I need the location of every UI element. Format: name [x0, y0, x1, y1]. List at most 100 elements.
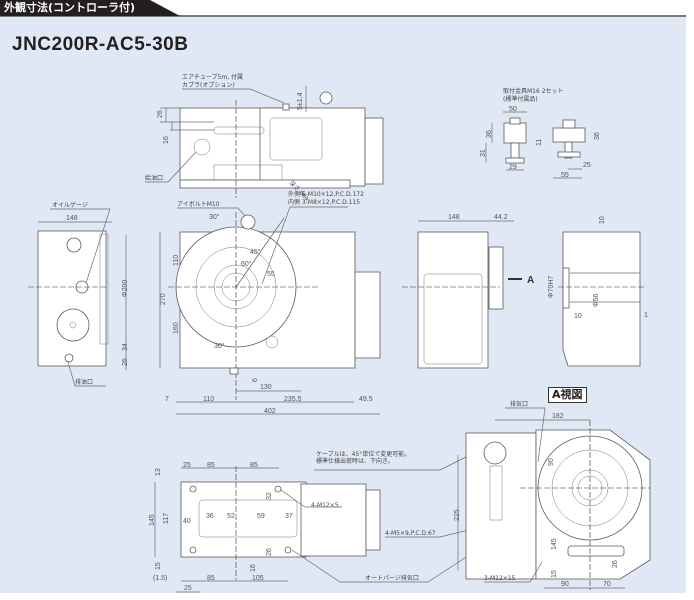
dim-angle-45: 45°: [250, 248, 261, 256]
purge-note: オートパージ排気口: [365, 574, 419, 582]
oil-gauge-note: オイルゲージ: [52, 201, 88, 209]
dim-bracket-11: 11: [536, 139, 543, 146]
dim-a-90v: 90: [548, 458, 555, 466]
dim-bottom-40: 40: [183, 518, 191, 525]
header-rule: [0, 15, 686, 17]
dim-bottom-52: 52: [227, 513, 235, 520]
dim-bottom-37: 37: [285, 513, 293, 520]
bottom-housing: [180, 481, 307, 558]
dim-bottom-32: 32: [266, 492, 273, 500]
eyebolt-icon: [240, 214, 256, 230]
dim-bracket-25: 25: [583, 162, 591, 169]
dim-right-148: 148: [448, 214, 460, 221]
dim-bottom-b105: 105: [252, 575, 264, 582]
dim-bottom-top25: 25: [183, 462, 191, 469]
dim-a-15: 15: [551, 570, 558, 578]
dim-section-10top: 10: [599, 216, 606, 224]
dim-bottom-top85b: 85: [250, 462, 258, 469]
dim-front-49-5: 49.5: [359, 396, 373, 403]
dim-left-26: 26: [122, 358, 129, 366]
cable-note-1: ケーブルは、45°単位で変更可能。: [316, 450, 410, 458]
inner-holes-note: 内側 3-M8×12,P.C.D.115: [288, 198, 360, 206]
dim-a-70: 70: [603, 581, 611, 588]
dim-bracket-31: 31: [480, 149, 487, 157]
dim-angle-60: 60°: [241, 260, 252, 268]
dim-section-dia56: Φ56: [593, 294, 600, 307]
dim-bracket-50: 50: [509, 106, 517, 113]
bottom-view: 25 85 85 13 145 117 40 36 52 59 37 32 26…: [149, 450, 571, 593]
a-view: 182 225 145 90 15 26 90 70 排気口 3-M12×15: [454, 400, 651, 590]
front-view: 270 110 160 30° 30° 45° 60° 55 アイボルトM10 …: [159, 179, 381, 415]
right-view: 148 44.2 A: [402, 214, 534, 369]
dim-left-dia200: Φ200: [122, 280, 129, 297]
dim-bottom-15: 15: [155, 562, 162, 570]
coupler-note: カプラ(オプション): [182, 82, 235, 89]
dim-a-26: 26: [612, 560, 619, 568]
top-view-controller: [259, 107, 366, 187]
dim-top-26: 26: [157, 110, 164, 118]
dim-top-16: 16: [163, 136, 170, 144]
model-name: JNC200R-AC5-30B: [12, 34, 189, 55]
arrow-a-label: A: [527, 275, 534, 286]
dim-angle-55: 55: [267, 271, 275, 278]
dim-bottom-13: 13: [155, 468, 162, 476]
section-title-tab: 外観寸法(コントローラ付): [0, 0, 180, 16]
dim-right-44-2: 44.2: [494, 214, 508, 221]
top-view-endcap: [364, 117, 384, 185]
tap-4m5-note: 4-M5×9,P.C.D.67: [385, 530, 436, 537]
tap-3m12-note: 3-M12×15: [484, 575, 516, 582]
dim-top-5-1-4: 5±1.4: [297, 92, 304, 110]
dim-a-182: 182: [552, 413, 564, 420]
dim-bottom-145: 145: [149, 514, 156, 526]
bracket-detail: 取付金具M16 2セット (標準付属品) 50 36 31 11 29 36 2…: [480, 87, 601, 179]
drain-note: 排油口: [75, 378, 93, 386]
a-view-title: A視図: [548, 387, 587, 403]
left-housing: [37, 230, 107, 367]
dim-front-7: 7: [165, 396, 169, 403]
section-view: 10 Φ70H7 Φ56 10 1: [548, 216, 648, 367]
dim-section-1: 1: [644, 312, 648, 319]
dim-front-160: 160: [173, 322, 180, 334]
left-side-view: 148 Φ200 34 26 オイルゲージ 排油口: [28, 201, 129, 387]
eyebolt-note: アイボルトM10: [177, 200, 220, 208]
dim-bracket-55: 55: [561, 172, 569, 179]
dim-bottom-top85a: 85: [207, 462, 215, 469]
coupler-icon: [282, 103, 290, 111]
dim-bracket-29: 29: [509, 164, 517, 171]
dim-front-130: 130: [260, 384, 272, 391]
tap-4m12-note: 4-M12×5: [311, 502, 339, 509]
dim-left-148: 148: [66, 215, 78, 222]
dim-front-110w: 110: [203, 396, 214, 403]
dim-bracket-36b: 36: [594, 132, 601, 140]
dim-front-270: 270: [160, 293, 167, 305]
outer-holes-note: 外側 6-M10×12,P.C.D.172: [288, 190, 364, 198]
dim-front-235-5: 235.5: [284, 396, 302, 403]
cable-note-2: 標準仕様出荷時は、下向き。: [316, 457, 394, 465]
right-controller: [417, 231, 489, 369]
top-view: 26 16 5±1.4 エアチューブ5m, 付属 カプラ(オプション) 給油口: [145, 73, 384, 198]
oil-fill-note: 給油口: [145, 174, 163, 182]
dim-bottom-26: 26: [266, 548, 273, 556]
dim-a-90: 90: [561, 581, 569, 588]
eyebolt-icon: [319, 91, 333, 105]
dim-bottom-117: 117: [163, 513, 170, 524]
exhaust-note: 排気口: [510, 400, 528, 408]
dim-front-402: 402: [264, 408, 276, 415]
dim-bottom-16: 16: [250, 564, 257, 572]
a-view-controller: [465, 432, 537, 580]
dim-bottom-1-5: (1.5): [153, 575, 167, 582]
bracket-note-2: (標準付属品): [503, 95, 538, 103]
dim-section-10: 10: [574, 313, 582, 320]
dim-front-110: 110: [173, 255, 180, 266]
dim-bottom-b85: 85: [207, 575, 215, 582]
dim-front-6: 6: [252, 378, 259, 382]
dim-bracket-36a: 36: [486, 130, 493, 138]
dim-angle-30b: 30°: [214, 342, 225, 350]
air-tube-note: エアチューブ5m, 付属: [182, 73, 243, 81]
dim-bottom-59: 59: [257, 513, 265, 520]
dim-section-dia70: Φ70H7: [548, 276, 555, 298]
dim-bottom-b25: 25: [184, 585, 192, 592]
bracket-note-1: 取付金具M16 2セット: [503, 87, 564, 95]
dim-a-145: 145: [551, 538, 558, 550]
